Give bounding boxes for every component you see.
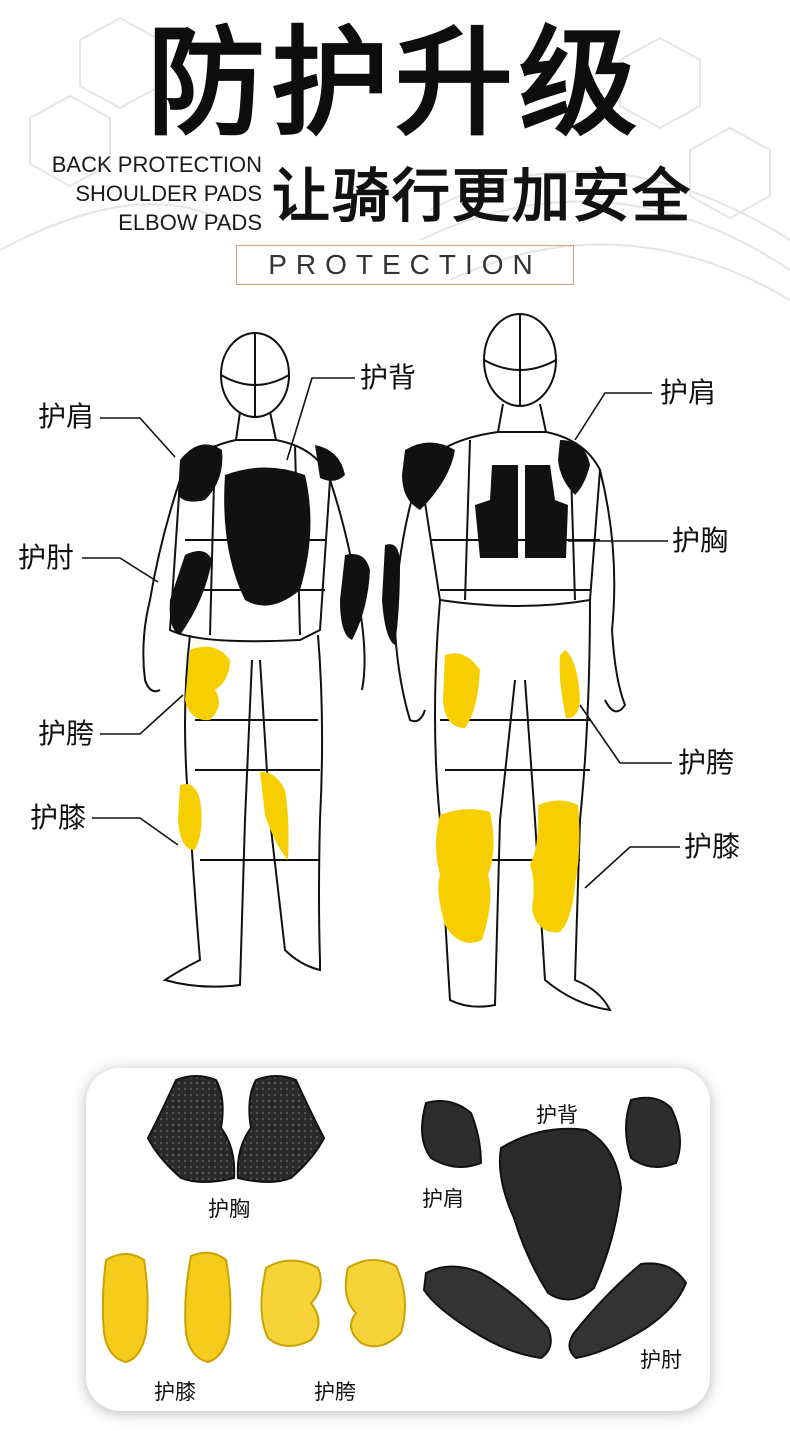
callout-front-hip: 护胯	[678, 746, 735, 779]
back-shoulder-pad-left	[178, 444, 223, 502]
label-hip-pad: 护胯	[314, 1380, 356, 1404]
back-figure-black-pads	[169, 444, 370, 640]
chest-pad-image-left	[146, 1075, 236, 1183]
back-elbow-pad-left	[169, 551, 212, 635]
label-knee-pad: 护膝	[154, 1380, 196, 1404]
leader-back	[286, 377, 355, 461]
back-protector-pad	[224, 467, 311, 606]
en-line-back: BACK PROTECTION	[51, 152, 262, 177]
front-elbow-pad	[382, 544, 400, 645]
hip-pad-image-left	[260, 1259, 322, 1347]
callout-back-shoulder: 护肩	[38, 400, 95, 433]
knee-pad-image-right	[184, 1251, 232, 1364]
product-panel: 护胸 护背 护肩 护肘 护膝 护胯	[86, 1068, 710, 1411]
front-figure	[393, 313, 627, 1012]
callout-back: 护背	[360, 361, 417, 394]
callout-back-knee: 护膝	[30, 801, 87, 834]
en-line-elbow: ELBOW PADS	[118, 210, 262, 235]
front-knee-pad-right	[530, 800, 580, 933]
label-chest-pad: 护胸	[208, 1197, 250, 1221]
front-shoulder-pad-right	[558, 440, 590, 495]
leader-front-knee	[584, 846, 680, 889]
back-figure-yellow-pads	[178, 646, 289, 860]
front-figure-yellow-pads	[436, 650, 580, 943]
knee-pad-image-left	[101, 1253, 149, 1364]
page-subtitle: 让骑行更加安全	[272, 162, 693, 230]
back-hip-pad	[185, 646, 230, 721]
english-feature-list: BACK PROTECTION SHOULDER PADS ELBOW PADS	[40, 150, 262, 237]
leader-front-shoulder	[574, 392, 652, 441]
leader-back-knee	[92, 817, 179, 846]
back-shoulder-pad-right	[315, 445, 345, 481]
background-decoration	[0, 16, 790, 301]
callout-front-shoulder: 护肩	[660, 376, 717, 409]
en-line-shoulder: SHOULDER PADS	[75, 181, 262, 206]
chest-pad-image-right	[236, 1075, 326, 1183]
elbow-pad-image-left	[422, 1265, 552, 1360]
leader-back-elbow	[82, 557, 159, 583]
front-hip-pad-right	[559, 650, 580, 719]
leader-back-shoulder	[100, 417, 176, 458]
front-shoulder-pad-left	[402, 442, 455, 510]
callout-front-knee: 护膝	[684, 830, 741, 863]
front-chest-pad-right	[525, 465, 568, 558]
back-knee-pad-right	[260, 771, 289, 860]
shoulder-pad-image-right	[625, 1096, 681, 1168]
callout-leaders	[82, 377, 680, 889]
label-back-pad: 护背	[536, 1103, 578, 1127]
page-title: 防护升级	[146, 14, 643, 152]
product-images	[101, 1075, 688, 1364]
front-chest-pad-left	[475, 465, 518, 558]
front-knee-pad-left	[436, 809, 494, 943]
elbow-pad-image-right	[568, 1262, 688, 1360]
back-knee-pad-left	[178, 784, 202, 850]
front-figure-black-pads	[382, 440, 590, 645]
back-pad-image	[498, 1127, 623, 1301]
leader-front-hip	[579, 704, 672, 764]
callout-back-hip: 护胯	[38, 717, 95, 750]
shoulder-pad-image-left	[421, 1100, 483, 1168]
label-elbow-pad: 护肘	[640, 1348, 682, 1372]
front-hip-pad-left	[443, 653, 480, 728]
body-diagram	[82, 313, 680, 1012]
hip-pad-image-right	[344, 1259, 406, 1348]
back-figure	[142, 332, 366, 988]
label-shoulder-pad: 护肩	[422, 1187, 464, 1211]
callout-front-chest: 护胸	[672, 524, 729, 557]
back-elbow-pad-right	[340, 554, 370, 640]
leader-back-hip	[100, 694, 184, 735]
callout-back-elbow: 护肘	[18, 541, 75, 574]
protection-badge: PROTECTION	[236, 245, 574, 285]
